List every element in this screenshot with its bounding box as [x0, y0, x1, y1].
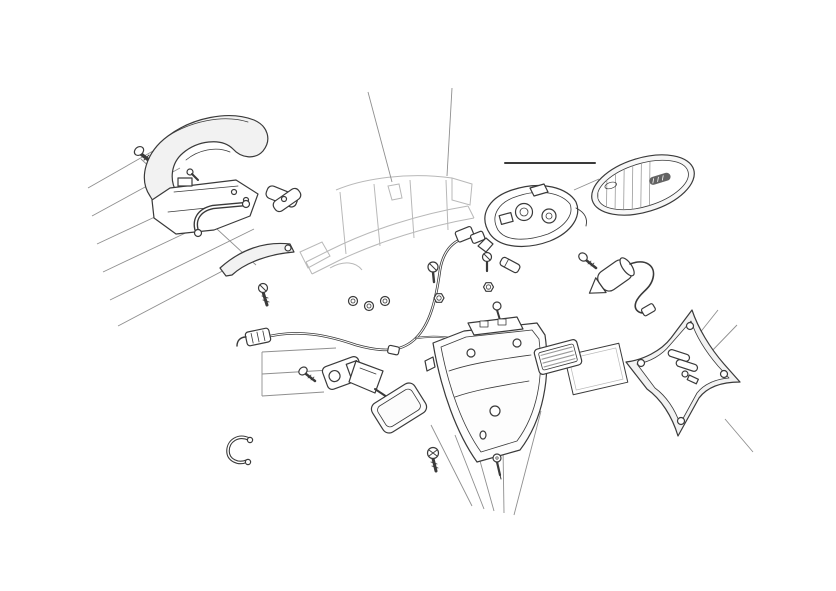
bracket-arm [219, 242, 295, 277]
grommet-set [347, 295, 391, 312]
lens-reflector-strip [649, 172, 671, 185]
signal-wire-connector [640, 303, 656, 317]
number-plate-holder [424, 316, 548, 463]
signal-wire [629, 261, 655, 314]
harness-connector-top [454, 225, 475, 243]
harness-connector-left [236, 327, 272, 347]
tail-light-assembly [477, 183, 587, 253]
bulb-small [541, 208, 557, 224]
bottom-screw [492, 453, 502, 480]
ghost-subframe [299, 175, 475, 275]
bracket-screws [667, 349, 699, 372]
tail-light-lens [591, 154, 695, 220]
bottom-bolt [426, 446, 440, 473]
arm-screw [257, 282, 270, 307]
t-connector [265, 185, 302, 213]
cable-clamp [226, 435, 254, 466]
number-plate-bracket-star [625, 309, 741, 437]
leader-lines [87, 87, 754, 516]
fastener-cluster-center [427, 261, 445, 303]
turn-signal-left-screw [298, 366, 317, 383]
turn-signal-left-lens [370, 382, 428, 434]
turn-signal-left [321, 356, 388, 398]
small-screw-secondary [186, 168, 199, 181]
fastener-cluster-right [481, 251, 521, 321]
turn-signal-right [588, 257, 656, 317]
turn-signal-right-screw [578, 252, 598, 270]
bulb-large [514, 202, 534, 222]
u-pipe [193, 199, 251, 238]
reflector [533, 339, 583, 375]
